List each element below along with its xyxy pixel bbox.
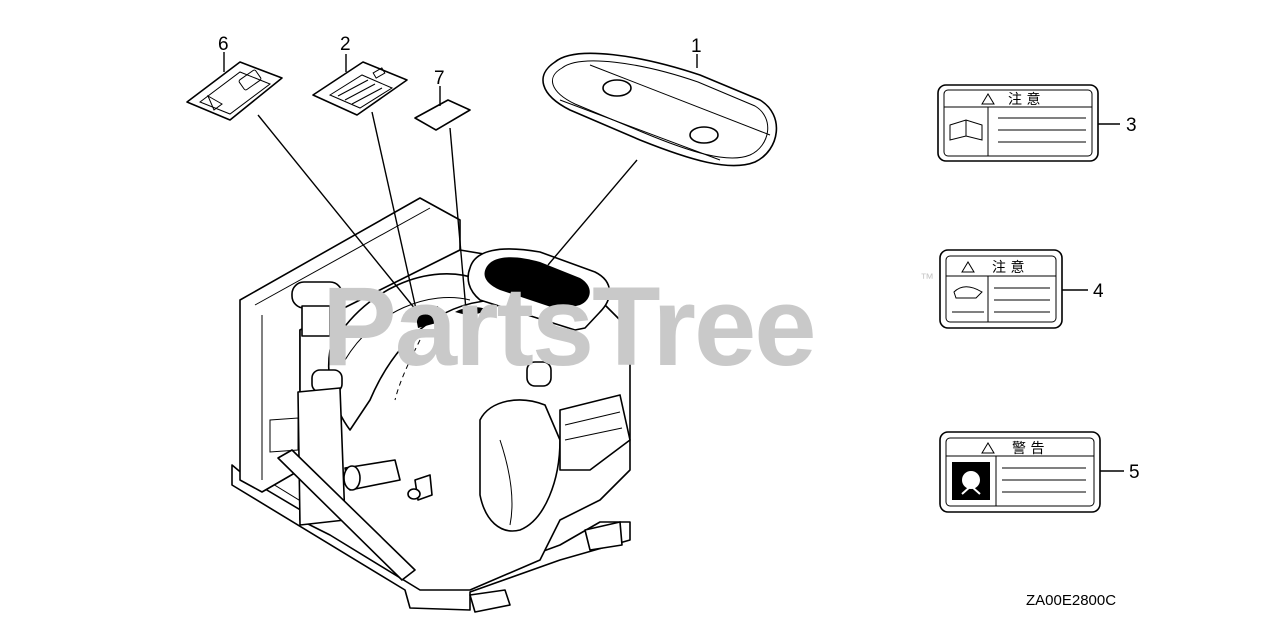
oil-cap-neck	[301, 305, 331, 337]
air-cleaner-opening	[484, 257, 590, 310]
callout-7: 7	[434, 68, 445, 89]
part-6-label[interactable]	[186, 61, 283, 121]
callout-2: 2	[340, 34, 351, 55]
knob	[526, 361, 552, 387]
part-1-gasket[interactable]	[542, 52, 778, 167]
leader-7	[449, 127, 467, 311]
watermark: PartsTree	[322, 264, 815, 389]
leader-lines	[223, 52, 1124, 472]
handle-bar	[277, 449, 416, 581]
callout-1: 1	[691, 36, 702, 57]
callout-3: 3	[1126, 115, 1137, 136]
part-3-label[interactable]: 注 意	[937, 84, 1099, 162]
leader-2	[371, 111, 419, 319]
leader-1	[547, 159, 638, 266]
label-5-header: 警 告	[1012, 441, 1044, 457]
callout-6: 6	[218, 34, 229, 55]
part-4-label[interactable]: 注 意	[939, 249, 1063, 329]
leader-6	[257, 114, 421, 316]
foot-front	[469, 589, 511, 613]
part-2-label[interactable]	[312, 61, 408, 116]
part-5-label[interactable]: 警 告	[939, 431, 1101, 513]
engine-assembly	[231, 197, 631, 613]
label-4-header: 注 意	[992, 259, 1024, 276]
foot-right	[584, 521, 623, 551]
watermark-trademark: ™	[920, 270, 934, 286]
label-spot-2	[415, 306, 440, 328]
callout-4: 4	[1093, 281, 1104, 302]
label-3-header: 注 意	[1008, 91, 1040, 108]
diagram-code: ZA00E2800C	[1026, 592, 1116, 609]
part-7-label[interactable]	[414, 99, 471, 131]
cylinder	[479, 399, 561, 532]
label-spot-7	[455, 307, 490, 316]
callout-5: 5	[1129, 462, 1140, 483]
